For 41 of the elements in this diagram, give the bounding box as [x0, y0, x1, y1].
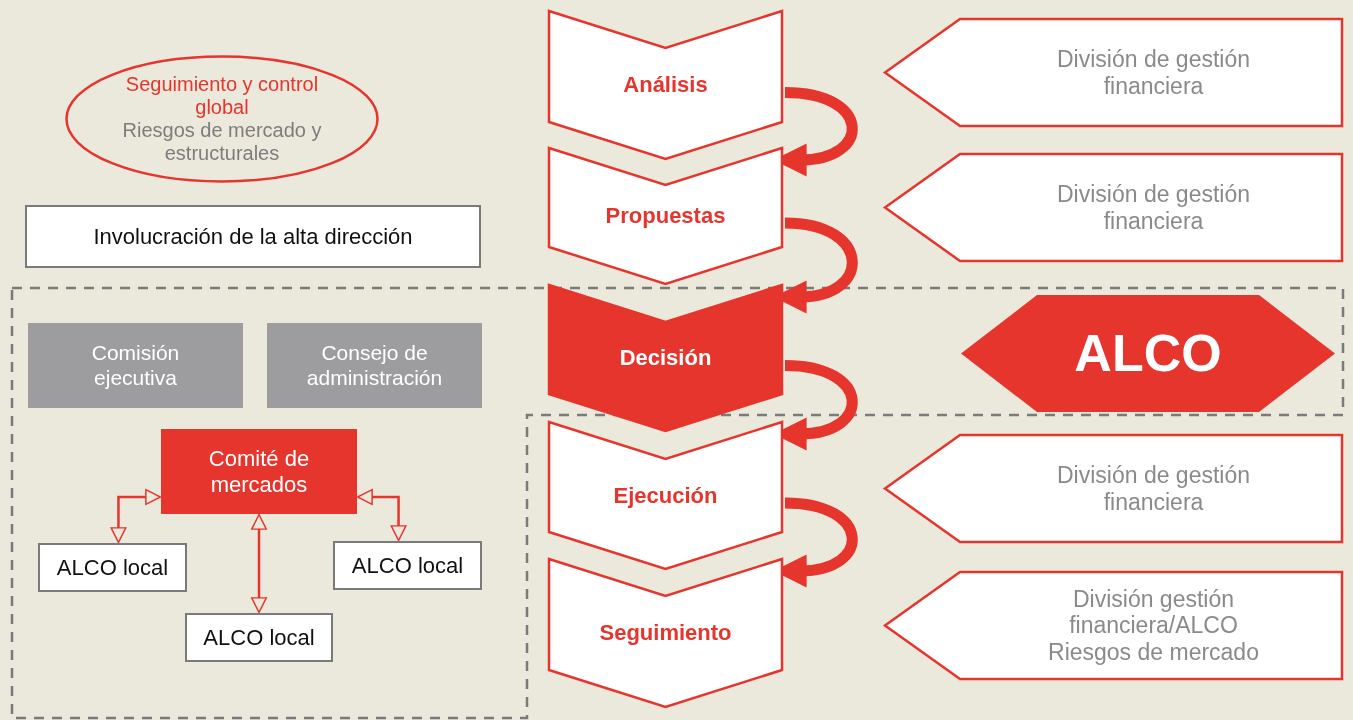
pentagon-tag	[884, 18, 1343, 127]
node-label: ALCO	[1074, 323, 1222, 384]
ellipse-node	[65, 55, 379, 183]
node-label: ALCO local	[351, 552, 464, 579]
process-step	[548, 10, 783, 160]
node-subtext: Riesgos de mercado y estructurales	[121, 119, 323, 165]
double-arrow	[110, 489, 162, 544]
node-label: Comité de mercados	[207, 446, 311, 497]
node-label: Propuestas	[605, 203, 726, 229]
node-label: Decisión	[619, 345, 712, 371]
process-step	[548, 284, 783, 432]
pentagon-tag	[884, 571, 1343, 680]
double-arrow	[356, 489, 407, 542]
node-label: ALCO local	[56, 554, 169, 581]
process-step	[548, 558, 783, 708]
process-step	[548, 421, 783, 570]
double-arrow	[251, 513, 267, 614]
process-step	[548, 147, 783, 285]
node-label: Ejecución	[613, 482, 718, 509]
node-label: División de gestión financiera	[1055, 181, 1252, 234]
pentagon-tag	[884, 153, 1343, 262]
process-box	[267, 323, 482, 408]
node-label: Seguimiento y control global	[124, 73, 320, 119]
process-box	[161, 429, 357, 514]
process-box	[38, 543, 187, 592]
node-label: Comisión ejecutiva	[90, 341, 181, 390]
node-label: Involucración de la alta dirección	[93, 223, 413, 250]
pentagon-tag	[884, 434, 1343, 543]
node-subtext: Riesgos de mercado	[1048, 638, 1259, 666]
node-label: División de gestión financiera	[1055, 46, 1252, 99]
node-label: ALCO local	[203, 624, 315, 651]
node-label: Consejo de administración	[306, 341, 443, 390]
node-label: Seguimiento	[599, 620, 732, 646]
process-box	[28, 323, 243, 408]
node-label: Análisis	[623, 72, 708, 98]
process-box	[185, 613, 333, 662]
process-box	[333, 541, 482, 590]
hexagon-node	[961, 295, 1335, 412]
node-label: División gestión financiera/ALCO	[1068, 585, 1239, 639]
node-label: División de gestión financiera	[1055, 462, 1252, 515]
process-box	[25, 205, 481, 268]
